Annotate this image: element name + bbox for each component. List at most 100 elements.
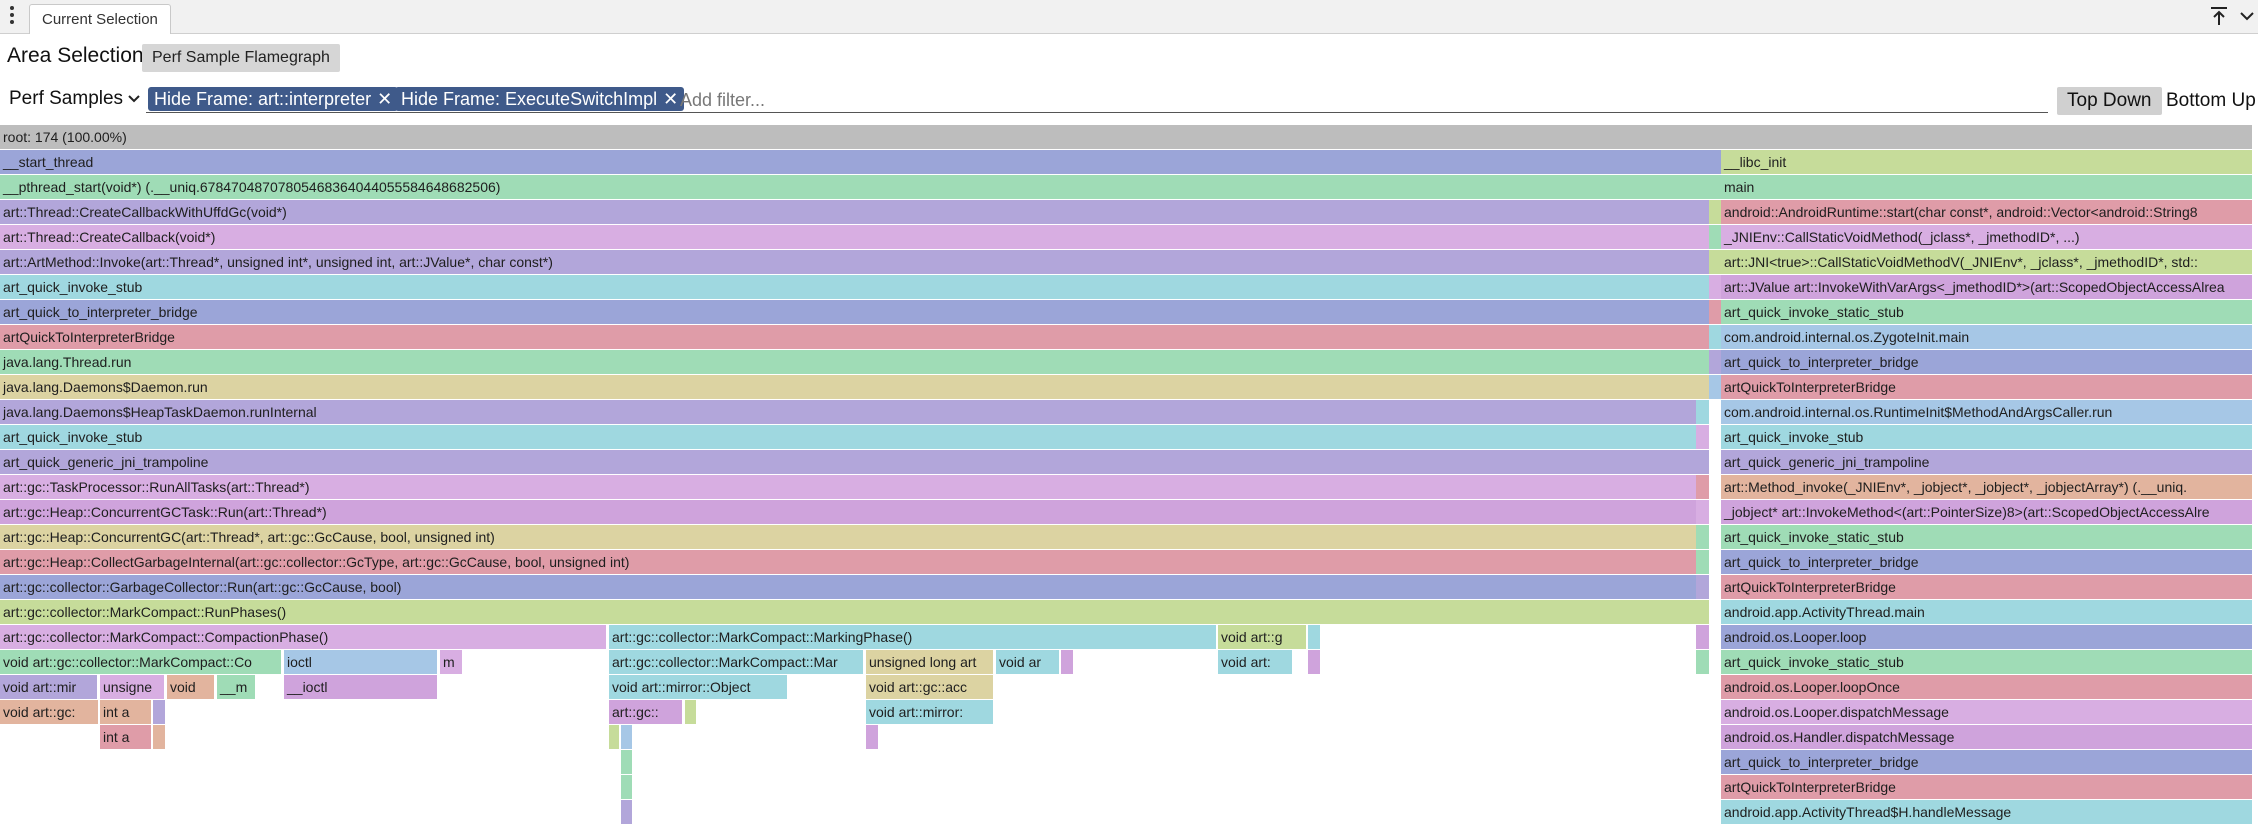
flame-frame[interactable]: android.os.Handler.dispatchMessage xyxy=(1721,725,2252,749)
flame-frame[interactable]: art::Thread::CreateCallback(void*) xyxy=(0,225,1709,249)
flame-frame[interactable]: art_quick_generic_jni_trampoline xyxy=(0,450,1696,474)
flame-frame[interactable] xyxy=(621,800,632,824)
tab-current-selection[interactable]: Current Selection xyxy=(29,4,171,34)
flame-frame[interactable] xyxy=(1308,625,1320,649)
flame-frame[interactable] xyxy=(1696,475,1709,499)
flame-frame[interactable]: __libc_init xyxy=(1721,150,2252,174)
add-filter-input[interactable] xyxy=(678,87,2042,113)
flame-frame[interactable]: art::gc::collector::MarkCompact::Marking… xyxy=(609,625,1216,649)
flame-frame[interactable]: _jobject* art::InvokeMethod<(art::Pointe… xyxy=(1721,500,2252,524)
close-icon[interactable]: ✕ xyxy=(663,89,679,109)
flame-frame[interactable] xyxy=(1709,300,1721,324)
flame-frame[interactable]: void art::mirror: xyxy=(866,700,993,724)
flame-frame[interactable]: art_quick_to_interpreter_bridge xyxy=(1721,350,2252,374)
flame-frame[interactable] xyxy=(153,725,165,749)
flame-frame[interactable]: __pthread_start(void*) (.__uniq.67847048… xyxy=(0,175,1721,199)
flame-frame[interactable]: art::JNI<true>::CallStaticVoidMethodV(_J… xyxy=(1721,250,2252,274)
flame-frame[interactable] xyxy=(621,725,632,749)
flame-frame[interactable] xyxy=(621,775,632,799)
flame-frame[interactable]: android.app.ActivityThread.main xyxy=(1721,600,2252,624)
flame-frame[interactable] xyxy=(1696,600,1709,624)
flame-frame[interactable] xyxy=(1709,350,1721,374)
filter-chip-executeswitchimpl[interactable]: Hide Frame: ExecuteSwitchImpl✕ xyxy=(395,87,685,111)
flame-frame[interactable]: void art::gc: xyxy=(0,700,98,724)
flame-frame[interactable]: com.android.internal.os.RuntimeInit$Meth… xyxy=(1721,400,2252,424)
chevron-down-icon[interactable] xyxy=(2238,7,2256,25)
flame-frame[interactable]: artQuickToInterpreterBridge xyxy=(1721,375,2252,399)
flame-frame[interactable]: art::gc::collector::GarbageCollector::Ru… xyxy=(0,575,1696,599)
flame-frame[interactable]: art::gc::Heap::ConcurrentGCTask::Run(art… xyxy=(0,500,1696,524)
flame-frame[interactable]: int a xyxy=(100,725,151,749)
flame-frame[interactable]: void art::g xyxy=(1218,625,1306,649)
flame-frame[interactable]: void art::gc::collector::MarkCompact::Co xyxy=(0,650,281,674)
flame-frame[interactable] xyxy=(1709,225,1721,249)
flame-frame[interactable]: void xyxy=(167,675,214,699)
flame-frame[interactable]: art::gc::Heap::CollectGarbageInternal(ar… xyxy=(0,550,1696,574)
flame-frame[interactable] xyxy=(1696,650,1709,674)
flame-frame[interactable]: art_quick_invoke_stub xyxy=(0,425,1696,449)
flame-frame[interactable]: art::gc:: xyxy=(609,700,682,724)
flame-frame[interactable]: java.lang.Daemons$Daemon.run xyxy=(0,375,1709,399)
flame-frame[interactable] xyxy=(1696,525,1709,549)
flame-frame[interactable]: art_quick_to_interpreter_bridge xyxy=(1721,750,2252,774)
flame-frame[interactable] xyxy=(1696,550,1709,574)
flame-frame[interactable]: void art::gc::acc xyxy=(866,675,993,699)
flame-frame[interactable]: art::Thread::CreateCallbackWithUffdGc(vo… xyxy=(0,200,1709,224)
more-vert-icon[interactable] xyxy=(6,4,18,30)
flame-frame[interactable]: art_quick_invoke_static_stub xyxy=(1721,650,2252,674)
flame-frame[interactable]: artQuickToInterpreterBridge xyxy=(0,325,1709,349)
flame-frame[interactable] xyxy=(1696,625,1709,649)
flame-frame[interactable]: void art::mir xyxy=(0,675,97,699)
flame-frame[interactable] xyxy=(1696,400,1709,424)
flame-frame[interactable]: android::AndroidRuntime::start(char cons… xyxy=(1721,200,2252,224)
flame-frame[interactable] xyxy=(1061,650,1073,674)
flame-frame[interactable]: m xyxy=(440,650,462,674)
flame-frame[interactable] xyxy=(1696,450,1709,474)
flame-frame[interactable]: com.android.internal.os.ZygoteInit.main xyxy=(1721,325,2252,349)
flame-frame[interactable]: art_quick_invoke_static_stub xyxy=(1721,300,2252,324)
flame-frame[interactable]: unsigned long art xyxy=(866,650,993,674)
flame-frame[interactable] xyxy=(1696,500,1709,524)
flame-frame[interactable] xyxy=(1709,200,1721,224)
flame-frame[interactable] xyxy=(866,725,878,749)
flame-frame[interactable]: android.os.Looper.loopOnce xyxy=(1721,675,2252,699)
flame-frame[interactable] xyxy=(1709,375,1721,399)
samples-select[interactable]: Perf Samples xyxy=(9,88,141,110)
flame-frame[interactable]: art::ArtMethod::Invoke(art::Thread*, uns… xyxy=(0,250,1709,274)
flame-frame[interactable]: java.lang.Thread.run xyxy=(0,350,1709,374)
flame-frame[interactable]: _JNIEnv::CallStaticVoidMethod(_jclass*, … xyxy=(1721,225,2252,249)
flame-frame[interactable]: unsigne xyxy=(100,675,164,699)
flame-frame[interactable]: art::gc::collector::MarkCompact::RunPhas… xyxy=(0,600,1696,624)
flame-frame[interactable] xyxy=(609,725,619,749)
flame-frame[interactable]: artQuickToInterpreterBridge xyxy=(1721,575,2252,599)
flame-frame[interactable]: int a xyxy=(100,700,151,724)
flame-frame[interactable]: art_quick_invoke_static_stub xyxy=(1721,525,2252,549)
flame-frame[interactable]: main xyxy=(1721,175,2252,199)
flame-frame[interactable]: __m xyxy=(217,675,255,699)
flame-frame[interactable]: art::gc::Heap::ConcurrentGC(art::Thread*… xyxy=(0,525,1696,549)
top-down-button[interactable]: Top Down xyxy=(2057,87,2162,115)
flame-frame[interactable]: __start_thread xyxy=(0,150,1721,174)
flame-frame[interactable]: art_quick_to_interpreter_bridge xyxy=(0,300,1709,324)
flame-frame[interactable]: art::gc::collector::MarkCompact::Compact… xyxy=(0,625,606,649)
bottom-up-button[interactable]: Bottom Up xyxy=(2166,90,2256,111)
flame-frame[interactable] xyxy=(621,750,632,774)
tab-perf-sample-flamegraph[interactable]: Perf Sample Flamegraph xyxy=(142,44,340,72)
flame-frame[interactable]: art_quick_generic_jni_trampoline xyxy=(1721,450,2252,474)
flame-frame[interactable] xyxy=(1696,575,1709,599)
flame-frame[interactable] xyxy=(1696,425,1709,449)
flame-frame[interactable]: art_quick_invoke_stub xyxy=(0,275,1709,299)
flame-frame[interactable]: java.lang.Daemons$HeapTaskDaemon.runInte… xyxy=(0,400,1696,424)
flame-frame[interactable]: artQuickToInterpreterBridge xyxy=(1721,775,2252,799)
flame-frame[interactable] xyxy=(1709,275,1721,299)
close-icon[interactable]: ✕ xyxy=(377,89,393,109)
flame-frame[interactable] xyxy=(1709,250,1721,274)
filter-chip-interpreter[interactable]: Hide Frame: art::interpreter✕ xyxy=(148,87,399,111)
flame-frame[interactable]: ioctl xyxy=(284,650,437,674)
flame-frame[interactable]: art_quick_to_interpreter_bridge xyxy=(1721,550,2252,574)
flame-frame[interactable]: art::gc::TaskProcessor::RunAllTasks(art:… xyxy=(0,475,1696,499)
flame-frame[interactable]: android.os.Looper.loop xyxy=(1721,625,2252,649)
flame-frame[interactable]: void art::mirror::Object xyxy=(609,675,787,699)
flame-frame[interactable]: art::JValue art::InvokeWithVarArgs<_jmet… xyxy=(1721,275,2252,299)
flame-frame[interactable]: art::gc::collector::MarkCompact::Mar xyxy=(609,650,863,674)
